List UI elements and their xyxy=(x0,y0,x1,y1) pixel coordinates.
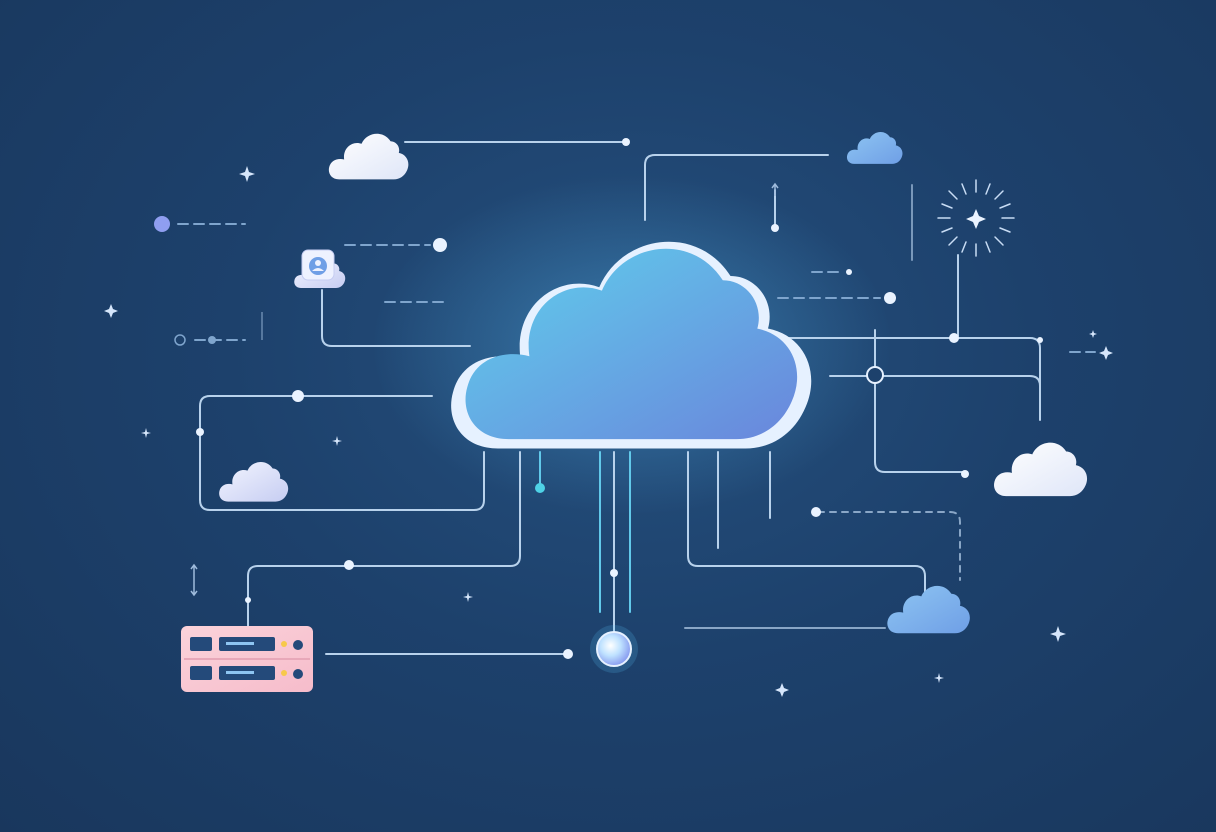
user-icon xyxy=(309,257,327,275)
cloud-top-right-icon xyxy=(846,131,903,164)
link-badge-line xyxy=(321,289,471,347)
sparkle-icon xyxy=(141,428,151,438)
connector-dots xyxy=(196,138,1043,659)
accent-lines xyxy=(539,451,631,613)
dot-icon xyxy=(771,224,779,232)
link-top-right-line xyxy=(644,154,829,221)
cloud-bottom-right-icon xyxy=(887,585,970,634)
dot-icon xyxy=(610,569,618,577)
sparkle-icon xyxy=(934,673,944,683)
server-rack xyxy=(181,626,313,692)
dot-icon xyxy=(961,470,969,478)
dot-icon xyxy=(1037,337,1043,343)
sparkle-decor xyxy=(104,166,1113,697)
junction-ring-icon xyxy=(866,366,884,384)
hub-node xyxy=(590,625,638,673)
double-arrow-icon xyxy=(771,182,779,196)
sparkle-icon xyxy=(104,304,118,318)
dot-icon xyxy=(622,138,630,146)
dot-icon xyxy=(535,483,545,493)
link-right-bottom-line xyxy=(687,451,926,597)
link-left-bottom-line xyxy=(247,451,521,627)
dot-icon xyxy=(245,597,251,603)
sparkle-icon xyxy=(463,592,473,602)
dot-icon xyxy=(433,238,447,252)
dot-icon xyxy=(949,333,959,343)
cloud-left-icon xyxy=(219,461,289,502)
double-arrow-icon xyxy=(190,563,198,597)
sparkle-icon xyxy=(239,166,255,182)
dot-icon xyxy=(563,649,573,659)
cloud-top-left-icon xyxy=(328,133,409,180)
sparkle-icon xyxy=(1089,330,1097,338)
sparkle-icon xyxy=(966,209,986,229)
sparkle-icon xyxy=(1099,346,1113,360)
link-left-loop-line xyxy=(199,395,485,511)
link-right-mid-line xyxy=(829,375,1041,387)
dot-icon xyxy=(884,292,896,304)
badge-cloud xyxy=(294,249,346,288)
dot-icon xyxy=(292,390,304,402)
sparkle-icon xyxy=(332,436,342,446)
link-right-dash-line xyxy=(817,511,961,581)
sparkle-icon xyxy=(775,683,789,697)
dot-icon xyxy=(344,560,354,570)
dot-icon xyxy=(196,428,204,436)
node-icon xyxy=(596,631,632,667)
dashed-decor-lines xyxy=(177,223,1096,353)
connection-lines xyxy=(199,141,1041,655)
arrow-markers xyxy=(190,182,779,597)
sparkle-burst-icon xyxy=(937,179,1015,257)
dot-icon xyxy=(174,334,186,346)
dot-icon xyxy=(208,336,216,344)
dot-icon xyxy=(154,216,170,232)
link-right-cloud-line xyxy=(874,329,966,473)
sparkle-icon xyxy=(1050,626,1066,642)
cloud-right-icon xyxy=(994,442,1088,497)
dot-icon xyxy=(811,507,821,517)
dot-icon xyxy=(846,269,852,275)
